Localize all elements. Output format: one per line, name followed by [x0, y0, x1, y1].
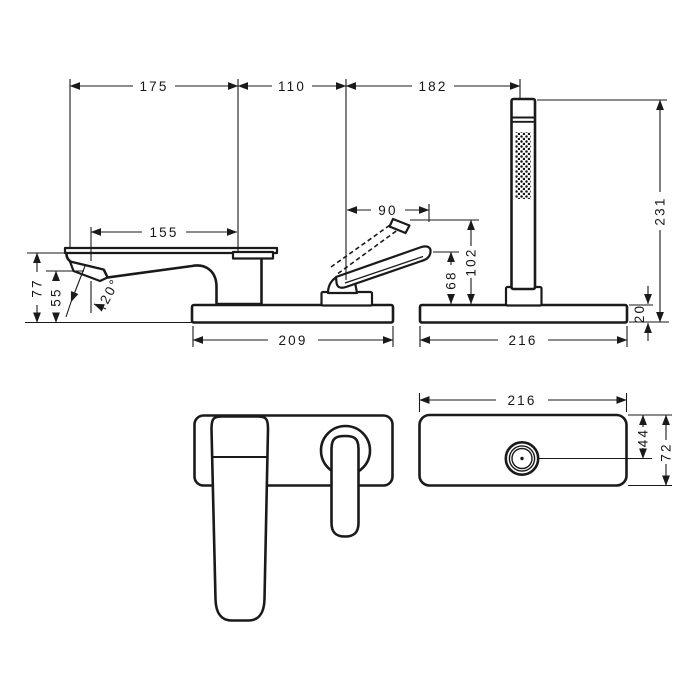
spout-rear-cap	[231, 250, 275, 260]
dimension-spout-to-lever: 175	[69, 79, 239, 94]
spout-aerator	[68, 260, 109, 283]
spout-plate-side	[190, 303, 395, 324]
dim-label-175: 175	[139, 79, 168, 94]
dimension-outlet-height: 55	[49, 270, 64, 323]
dim-label-20: 20	[632, 304, 647, 323]
dimension-plate-to-handshower: 182	[345, 79, 521, 94]
dim-label-110: 110	[278, 79, 306, 94]
dim-label-155: 155	[149, 225, 178, 240]
spout-front	[210, 415, 270, 622]
lever-raised-dashed	[330, 217, 411, 275]
dim-label-231: 231	[653, 196, 668, 225]
dim-label-209: 209	[278, 333, 307, 348]
dimension-lever-rest-height: 68	[444, 251, 459, 305]
dim-label-182: 182	[418, 79, 447, 94]
spray-face	[515, 132, 531, 199]
dim-label-44: 44	[636, 428, 651, 447]
dim-label-216-side: 216	[508, 333, 537, 348]
dimension-lever-to-plate: 110	[237, 79, 347, 94]
dimension-plate-thickness: 20	[632, 286, 652, 341]
dim-label-72: 72	[659, 442, 674, 461]
dimension-lever-raised-height: 102	[464, 219, 479, 305]
dimension-spout-height: 77	[30, 252, 45, 323]
front-view-handshower-plate	[418, 413, 628, 487]
outlet-ring-middle	[508, 445, 536, 472]
dim-label-90: 90	[378, 203, 397, 218]
dim-label-77: 77	[30, 278, 45, 297]
spray-angle-indicator	[65, 265, 107, 318]
front-view-mixer	[193, 414, 394, 622]
dimension-front-plate-width: 216	[419, 393, 627, 408]
dim-label-55: 55	[49, 287, 64, 306]
outlet-center-dot	[520, 456, 524, 461]
dimension-handshower-plate-width: 216	[419, 333, 628, 348]
dimension-handshower-height: 231	[653, 99, 668, 323]
dimension-front-plate-height: 72	[659, 414, 674, 486]
dimension-spout-plate-width: 209	[192, 333, 394, 348]
handshower-plate-side	[418, 303, 629, 324]
spout-side-profile	[65, 249, 263, 306]
dim-label-102: 102	[464, 247, 479, 276]
dim-label-68: 68	[444, 270, 459, 289]
lever-inner-edge	[344, 255, 424, 284]
dimensions: 175 110 182 155 90 231	[25, 79, 674, 487]
dim-label-216-front: 216	[507, 393, 536, 408]
dimension-lever-reach: 90	[346, 203, 430, 218]
outlet-ring-inner	[511, 447, 533, 470]
side-elevation-view	[63, 97, 629, 324]
dimension-outlet-offset: 44	[636, 414, 651, 459]
lever-handle-front	[330, 434, 360, 538]
spout-top-blade	[63, 246, 279, 255]
dimension-spout-projection: 155	[90, 225, 238, 240]
